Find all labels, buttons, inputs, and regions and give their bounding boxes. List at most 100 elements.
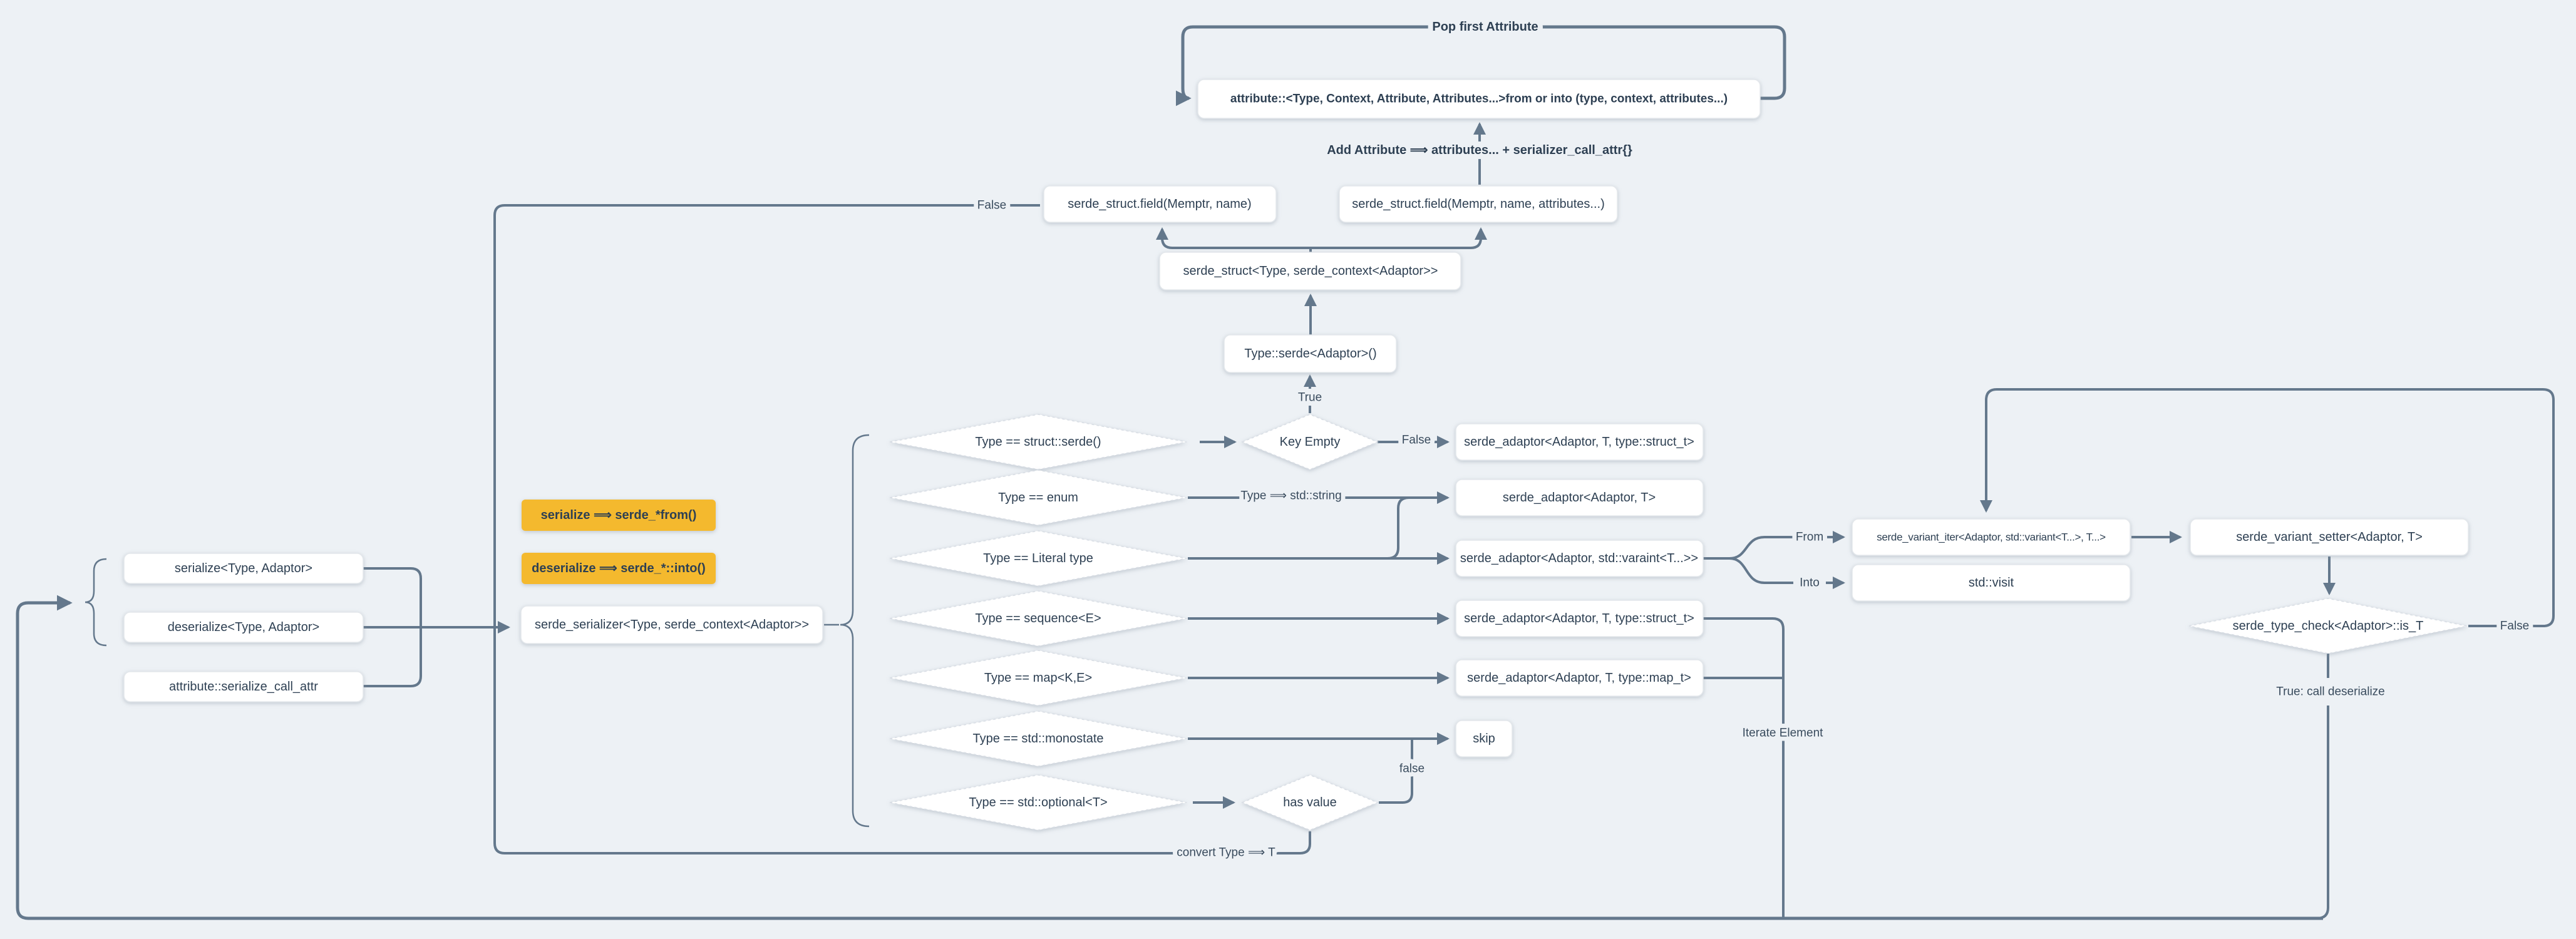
diamond-type-check-label: serde_type_check<Adaptor>::is_T bbox=[2233, 619, 2424, 633]
node-type-serde-label: Type::serde<Adaptor>() bbox=[1244, 347, 1376, 361]
diamond-type-map: Type == map<K,E> bbox=[889, 650, 1187, 706]
diamond-type-enum-label: Type == enum bbox=[998, 491, 1078, 505]
diamond-type-enum: Type == enum bbox=[889, 470, 1187, 526]
node-deserialize-box bbox=[123, 612, 364, 643]
node-serde-serializer: serde_serializer<Type, serde_context<Ada… bbox=[520, 605, 823, 644]
node-adaptor-seq-struct-t: serde_adaptor<Adaptor, T, type::struct_t… bbox=[1455, 600, 1704, 637]
node-serde-struct-box bbox=[1159, 252, 1461, 290]
label-pop-first-attribute: Pop first Attribute bbox=[1432, 20, 1538, 34]
label-true-keyempty: True bbox=[1298, 391, 1322, 404]
node-adaptor-seq-struct-t-box bbox=[1455, 600, 1704, 637]
node-std-visit-label: std::visit bbox=[1969, 576, 2014, 590]
node-adaptor-variant-label: serde_adaptor<Adaptor, std::varaint<T...… bbox=[1460, 552, 1698, 565]
node-field-attributes-box bbox=[1339, 185, 1618, 223]
node-adaptor-struct-t-box bbox=[1455, 423, 1704, 461]
node-serde-struct-label: serde_struct<Type, serde_context<Adaptor… bbox=[1183, 264, 1438, 278]
diamond-key-empty-label: Key Empty bbox=[1280, 435, 1341, 449]
node-variant-setter-label: serde_variant_setter<Adaptor, T> bbox=[2236, 530, 2423, 544]
diamond-type-literal: Type == Literal type bbox=[889, 530, 1187, 587]
node-deserialize-label: deserialize<Type, Adaptor> bbox=[168, 620, 319, 634]
label-convert-type: convert Type ⟹ T bbox=[1177, 846, 1275, 859]
node-adaptor-map-t-label: serde_adaptor<Adaptor, T, type::map_t> bbox=[1467, 671, 1691, 685]
edge-bottom-feedback-loop bbox=[16, 595, 2323, 920]
diamond-type-optional: Type == std::optional<T> bbox=[889, 774, 1187, 831]
node-field-label: serde_struct.field(Memptr, name) bbox=[1068, 197, 1251, 211]
label-into: Into bbox=[1800, 577, 1820, 590]
diamond-type-sequence-label: Type == sequence<E> bbox=[975, 612, 1101, 625]
edge-hasvalue-false-up bbox=[1379, 740, 1413, 804]
label-hasvalue-false: false bbox=[1399, 762, 1425, 776]
decision-stack-brace bbox=[840, 434, 870, 828]
diamond-has-value-shape bbox=[1241, 774, 1379, 831]
node-variant-iter-box bbox=[1852, 518, 2131, 556]
diamond-type-check: serde_type_check<Adaptor>::is_T bbox=[2188, 598, 2468, 654]
note-deserialize-into-label: deserialize ⟹ serde_*::into() bbox=[532, 562, 706, 575]
label-from: From bbox=[1796, 531, 1823, 544]
node-type-serde: Type::serde<Adaptor>() bbox=[1224, 334, 1397, 373]
node-field-attributes-label: serde_struct.field(Memptr, name, attribu… bbox=[1352, 197, 1605, 211]
diamond-type-sequence: Type == sequence<E> bbox=[889, 590, 1187, 647]
diamond-type-monostate-shape bbox=[889, 711, 1187, 767]
node-std-visit: std::visit bbox=[1852, 564, 2131, 602]
label-add-attribute: Add Attribute ⟹ attributes... + serializ… bbox=[1327, 143, 1632, 157]
diamond-type-optional-label: Type == std::optional<T> bbox=[969, 796, 1107, 809]
node-skip-box bbox=[1455, 720, 1513, 757]
node-layer: attribute::<Type, Context, Attribute, At… bbox=[123, 79, 2469, 831]
diamond-type-struct-serde: Type == struct::serde() bbox=[889, 414, 1187, 470]
node-attribute-from-into: attribute::<Type, Context, Attribute, At… bbox=[1197, 79, 1761, 119]
node-serialize-call-attr-box bbox=[123, 671, 364, 702]
node-adaptor-variant: serde_adaptor<Adaptor, std::varaint<T...… bbox=[1455, 540, 1704, 577]
edge-iterate-element bbox=[1703, 617, 1785, 918]
node-adaptor-variant-box bbox=[1455, 540, 1704, 577]
connector-layer bbox=[16, 25, 2555, 920]
label-type-to-string: Type ⟹ std::string bbox=[1240, 490, 1341, 503]
diamond-key-empty-shape bbox=[1241, 414, 1379, 470]
label-true-call-deserialize: True: call deserialize bbox=[2276, 685, 2385, 699]
edge-check-false-loop bbox=[1986, 388, 2555, 627]
label-false-field: False bbox=[977, 199, 1006, 212]
diamond-type-enum-shape bbox=[889, 470, 1187, 526]
diamond-key-empty: Key Empty bbox=[1241, 414, 1379, 470]
node-skip-label: skip bbox=[1473, 732, 1495, 746]
node-variant-iter-label: serde_variant_iter<Adaptor, std::variant… bbox=[1877, 531, 2106, 543]
note-serialize-from-label: serialize ⟹ serde_*from() bbox=[541, 508, 697, 522]
diamond-type-struct-serde-shape bbox=[889, 414, 1187, 470]
node-adaptor-struct-t: serde_adaptor<Adaptor, T, type::struct_t… bbox=[1455, 423, 1704, 461]
edge-pop-first-attribute-loop bbox=[1175, 25, 1786, 106]
diamond-type-check-shape bbox=[2188, 598, 2468, 654]
node-std-visit-box bbox=[1852, 564, 2131, 602]
node-adaptor-struct-t-label: serde_adaptor<Adaptor, T, type::struct_t… bbox=[1464, 435, 1694, 449]
node-serialize: serialize<Type, Adaptor> bbox=[123, 553, 364, 584]
node-serde-serializer-label: serde_serializer<Type, serde_context<Ada… bbox=[535, 618, 809, 632]
node-field-attributes: serde_struct.field(Memptr, name, attribu… bbox=[1339, 185, 1618, 223]
note-serialize-from-box bbox=[522, 500, 716, 531]
diamond-type-map-shape bbox=[889, 650, 1187, 706]
node-adaptor-map-t-box bbox=[1455, 659, 1704, 697]
node-serde-serializer-box bbox=[520, 605, 823, 644]
node-adaptor-t-label: serde_adaptor<Adaptor, T> bbox=[1503, 491, 1656, 505]
node-variant-setter: serde_variant_setter<Adaptor, T> bbox=[2190, 518, 2469, 556]
edge-row2-jog-up bbox=[1387, 496, 1409, 560]
node-field-box bbox=[1043, 185, 1277, 223]
node-serialize-box bbox=[123, 553, 364, 584]
edge-variant-fork bbox=[1703, 536, 1793, 584]
node-variant-setter-box bbox=[2190, 518, 2469, 556]
node-serialize-call-attr-label: attribute::serialize_call_attr bbox=[169, 680, 318, 694]
node-skip: skip bbox=[1455, 720, 1513, 757]
node-adaptor-map-t: serde_adaptor<Adaptor, T, type::map_t> bbox=[1455, 659, 1704, 697]
diamond-has-value-label: has value bbox=[1283, 796, 1337, 809]
diamond-type-sequence-shape bbox=[889, 590, 1187, 647]
node-adaptor-t-box bbox=[1455, 479, 1704, 516]
edge-hasvalue-convert-false bbox=[493, 204, 1311, 854]
diamond-type-literal-label: Type == Literal type bbox=[983, 552, 1093, 565]
node-field: serde_struct.field(Memptr, name) bbox=[1043, 185, 1277, 223]
diamond-type-monostate: Type == std::monostate bbox=[889, 711, 1187, 767]
node-attribute-from-into-box bbox=[1197, 79, 1761, 119]
node-serialize-label: serialize<Type, Adaptor> bbox=[175, 562, 312, 575]
node-serialize-call-attr: attribute::serialize_call_attr bbox=[123, 671, 364, 702]
diamond-has-value: has value bbox=[1241, 774, 1379, 831]
node-deserialize: deserialize<Type, Adaptor> bbox=[123, 612, 364, 643]
node-attribute-from-into-label: attribute::<Type, Context, Attribute, At… bbox=[1230, 93, 1728, 106]
